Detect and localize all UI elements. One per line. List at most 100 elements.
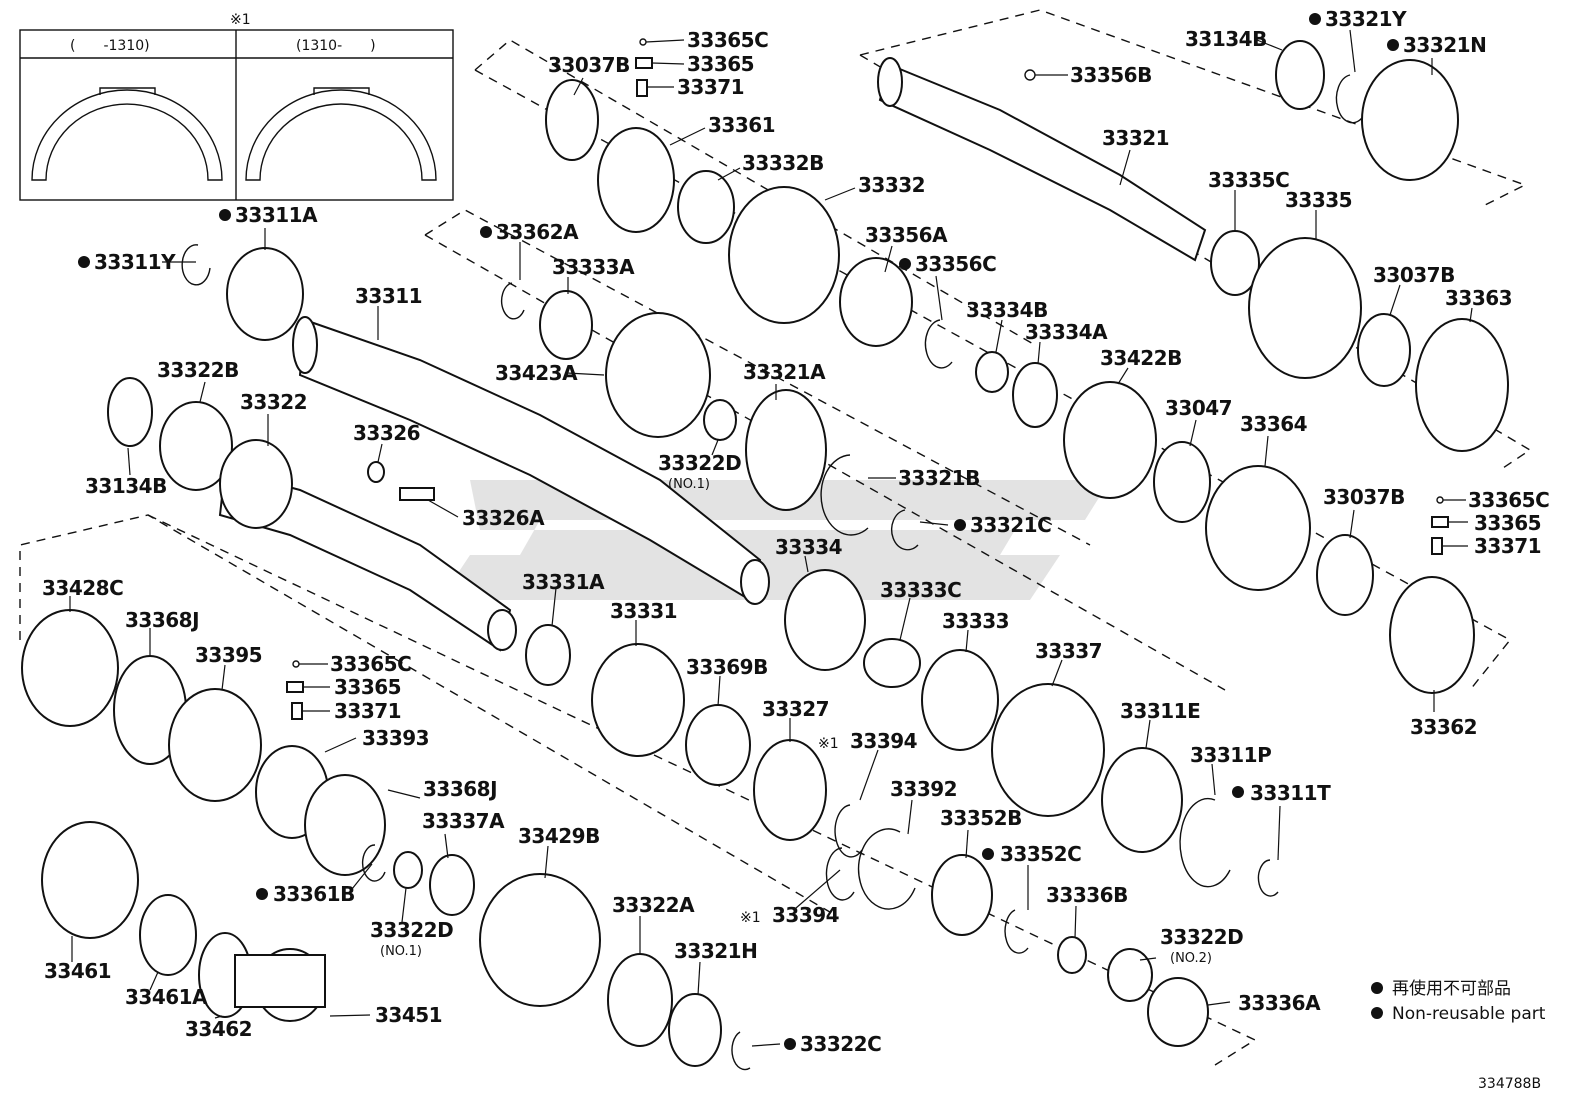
label-33134B-b: 33134B (85, 474, 167, 498)
sublabel-no1-b: (NO.1) (380, 944, 422, 959)
label-33333C: 33333C (880, 578, 961, 602)
legend-en: Non-reusable part (1392, 1004, 1546, 1024)
label-33037B-c: 33037B (1323, 485, 1405, 509)
legend-dot-jp (1371, 982, 1383, 994)
label-33371-c: 33371 (334, 699, 401, 723)
label-33352C: 33352C (1000, 842, 1081, 866)
part-labels: 33365C 33365 33371 33037B 33361 33332B 3… (42, 7, 1550, 1056)
shafts (218, 57, 1207, 652)
label-33326: 33326 (353, 421, 420, 445)
label-33326A: 33326A (462, 506, 545, 530)
label-33311P: 33311P (1190, 743, 1271, 767)
label-33361B: 33361B (273, 882, 355, 906)
label-33321H: 33321H (674, 939, 757, 963)
label-33322A: 33322A (612, 893, 695, 917)
label-33332: 33332 (858, 173, 925, 197)
label-33134B-a: 33134B (1185, 27, 1267, 51)
label-33311Y: 33311Y (94, 250, 176, 274)
label-33365C-b: 33365C (1468, 488, 1549, 512)
label-33337: 33337 (1035, 639, 1102, 663)
label-33368J-b: 33368J (423, 777, 497, 801)
label-33392: 33392 (890, 777, 957, 801)
label-33428C: 33428C (42, 576, 123, 600)
label-33365C-c: 33365C (330, 652, 411, 676)
label-33394-a: 33394 (850, 729, 917, 753)
label-33322D-b: 33322D (370, 918, 453, 942)
diagram-code: 334788B (1478, 1076, 1541, 1092)
label-33321C: 33321C (970, 513, 1051, 537)
ref-mark-b: ※1 (740, 910, 761, 926)
label-33335: 33335 (1285, 188, 1352, 212)
label-33335C: 33335C (1208, 168, 1289, 192)
label-33321: 33321 (1102, 126, 1169, 150)
label-33429B: 33429B (518, 824, 600, 848)
label-33352B: 33352B (940, 806, 1022, 830)
label-33037B-a: 33037B (548, 53, 630, 77)
label-33047: 33047 (1165, 396, 1232, 420)
label-33311: 33311 (355, 284, 422, 308)
label-33362A: 33362A (496, 220, 579, 244)
label-33334A: 33334A (1025, 320, 1108, 344)
label-33356B: 33356B (1070, 63, 1152, 87)
label-33364: 33364 (1240, 412, 1307, 436)
label-33334: 33334 (775, 535, 842, 559)
label-33322: 33322 (240, 390, 307, 414)
sublabel-no1-a: (NO.1) (668, 477, 710, 492)
label-33322D-c: 33322D (1160, 925, 1243, 949)
label-33322D-a: 33322D (658, 451, 741, 475)
label-33321N: 33321N (1403, 33, 1486, 57)
label-33423A: 33423A (495, 361, 578, 385)
label-33362: 33362 (1410, 715, 1477, 739)
label-33365-a: 33365 (687, 52, 754, 76)
label-33356A: 33356A (865, 223, 948, 247)
label-33334B: 33334B (966, 298, 1048, 322)
label-33321Y: 33321Y (1325, 7, 1407, 31)
label-33322C: 33322C (800, 1032, 881, 1056)
inset-marker: ※1 (230, 12, 251, 28)
label-33356C: 33356C (915, 252, 996, 276)
leader-lines (69, 29, 1473, 1047)
inset-right-label: (1310- ) (296, 38, 376, 54)
label-33331: 33331 (610, 599, 677, 623)
label-33365-b: 33365 (1474, 511, 1541, 535)
label-33422B: 33422B (1100, 346, 1182, 370)
label-33311E: 33311E (1120, 699, 1200, 723)
label-33327: 33327 (762, 697, 829, 721)
label-33394-b: 33394 (772, 903, 839, 927)
label-33371-b: 33371 (1474, 534, 1541, 558)
non-reusable-markers (78, 13, 1399, 1050)
label-33365C-a: 33365C (687, 28, 768, 52)
label-33321A: 33321A (743, 360, 826, 384)
label-33395: 33395 (195, 643, 262, 667)
label-33363: 33363 (1445, 286, 1512, 310)
label-33365-c: 33365 (334, 675, 401, 699)
label-33037B-b: 33037B (1373, 263, 1455, 287)
label-33461A: 33461A (125, 985, 208, 1009)
label-33369B: 33369B (686, 655, 768, 679)
label-33336A: 33336A (1238, 991, 1321, 1015)
label-33461: 33461 (44, 959, 111, 983)
label-33337A: 33337A (422, 809, 505, 833)
sublabel-no2: (NO.2) (1170, 951, 1212, 966)
label-33451: 33451 (375, 1003, 442, 1027)
label-33332B: 33332B (742, 151, 824, 175)
label-33331A: 33331A (522, 570, 605, 594)
label-33371-a: 33371 (677, 75, 744, 99)
label-33368J-a: 33368J (125, 608, 199, 632)
label-33333: 33333 (942, 609, 1009, 633)
legend-dot-en (1371, 1007, 1383, 1019)
label-33321B: 33321B (898, 466, 980, 490)
inset-box: ※1 ( -1310) (1310- ) (19, 12, 454, 201)
label-33361: 33361 (708, 113, 775, 137)
label-33333A: 33333A (552, 255, 635, 279)
label-33311A: 33311A (235, 203, 318, 227)
legend-jp: 再使用不可部品 (1392, 978, 1511, 999)
label-33336B: 33336B (1046, 883, 1128, 907)
label-33311T: 33311T (1250, 781, 1331, 805)
legend: 再使用不可部品 Non-reusable part (1371, 978, 1546, 1024)
label-33393: 33393 (362, 726, 429, 750)
label-33462: 33462 (185, 1017, 252, 1041)
inset-left-label: ( -1310) (70, 38, 150, 54)
label-33322B: 33322B (157, 358, 239, 382)
